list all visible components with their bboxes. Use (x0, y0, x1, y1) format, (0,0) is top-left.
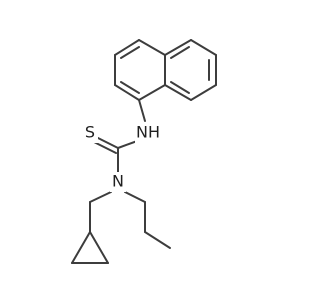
propyl-bond-3 (144, 231, 171, 249)
naphthalene-double-bond-a (120, 46, 140, 59)
amine-nh-atom-label: NH (136, 123, 160, 142)
propyl-chain (124, 191, 171, 249)
naphthalene-bond-8 (190, 39, 217, 56)
naphthalene-bond-11 (164, 84, 192, 101)
cyclopropylmethyl-group (71, 191, 112, 264)
cyclopropyl-bond-3 (89, 231, 109, 264)
amine-n-atom-label: N (112, 172, 124, 191)
amine-nh-label-background (135, 122, 161, 144)
naphthalene-bond-10 (190, 84, 217, 101)
atom-labels: S NH N (82, 122, 161, 192)
cyclopropyl-bond-1 (71, 231, 91, 264)
naphthalene-bond-7 (164, 39, 192, 56)
sulfur-atom-label: S (85, 123, 95, 142)
molecule-structure: S NH N (71, 39, 217, 264)
naphthalene-bond-1 (114, 39, 140, 56)
naphthalene-ring-system (114, 39, 217, 101)
naphthalene-double-bond-c (170, 46, 190, 59)
naphthalene-bond-4 (138, 84, 166, 101)
naphthyl-nh-bond (138, 99, 146, 122)
naphthalene-bond-2 (138, 39, 166, 56)
molecule-diagram: S NH N (71, 39, 217, 264)
sulfur-label-background (82, 123, 98, 143)
naphthalene-bond-5 (114, 84, 140, 101)
naphthalene-double-bond-e (170, 81, 190, 94)
methylene-bond-1 (89, 191, 112, 203)
amine-n-label-background (110, 172, 126, 192)
propyl-bond-1 (124, 191, 146, 203)
naphthalene-double-bond-b (120, 81, 140, 94)
